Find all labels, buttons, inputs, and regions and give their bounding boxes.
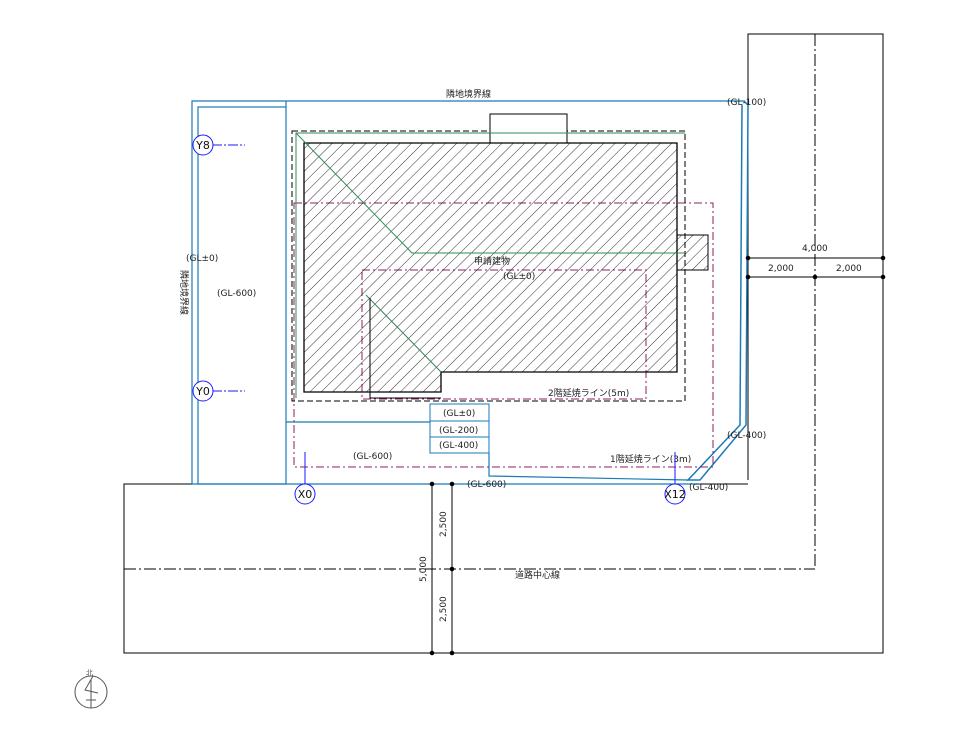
grid-bubble-x0: X0 [294, 483, 316, 505]
building-label: 申請建物 [474, 255, 510, 267]
svg-text:Y8: Y8 [195, 139, 210, 152]
level-label: (GL-600) [353, 452, 392, 462]
building-inner-line [369, 298, 441, 399]
second-floor-line-label: 2階延焼ライン(5m) [548, 387, 629, 399]
svg-text:X12: X12 [664, 488, 686, 501]
building-hatched [303, 142, 678, 393]
grid-bubble-y8: Y8 [192, 134, 214, 156]
level-label: (GL-100) [727, 98, 766, 108]
dim-label: 2,000 [836, 264, 862, 274]
dim-label: 2,500 [439, 596, 449, 622]
boundary-top-label: 隣地境界線 [446, 88, 491, 100]
svg-text:X0: X0 [298, 488, 313, 501]
site-boundary [191, 100, 749, 485]
grid-bubble-y0: Y0 [192, 380, 214, 402]
level-label: (GL-400) [727, 431, 766, 441]
building-bump [489, 113, 568, 144]
dim-label: 4,000 [802, 244, 828, 254]
north-arrow-icon [74, 675, 108, 709]
level-row: (GL-400) [439, 441, 478, 451]
dimension-right [745, 255, 886, 280]
dim-label: 2,500 [439, 511, 449, 537]
level-row: (GL-200) [439, 426, 478, 436]
level-label: (GL-600) [467, 480, 506, 490]
first-floor-line-label: 1階延焼ライン(3m) [610, 453, 691, 465]
level-label: (GL±0) [186, 254, 218, 264]
north-label: 北 [86, 669, 93, 677]
boundary-left-label: 隣地境界線 [178, 270, 190, 315]
green-diagonal-2 [365, 294, 442, 373]
level-label: (GL-600) [217, 289, 256, 299]
green-diagonal [295, 132, 685, 254]
dimension-road [429, 481, 455, 656]
level-row: (GL±0) [443, 409, 475, 419]
dim-label: 2,000 [768, 264, 794, 274]
grid-bubble-x12: X12 [664, 483, 686, 505]
road [123, 33, 884, 654]
road-center-label: 道路中心線 [515, 569, 560, 581]
building-level: (GL±0) [503, 272, 535, 282]
dim-label: 5,000 [419, 556, 429, 582]
svg-text:Y0: Y0 [195, 385, 210, 398]
level-label: (GL-400) [689, 483, 728, 493]
level-table [429, 403, 490, 454]
